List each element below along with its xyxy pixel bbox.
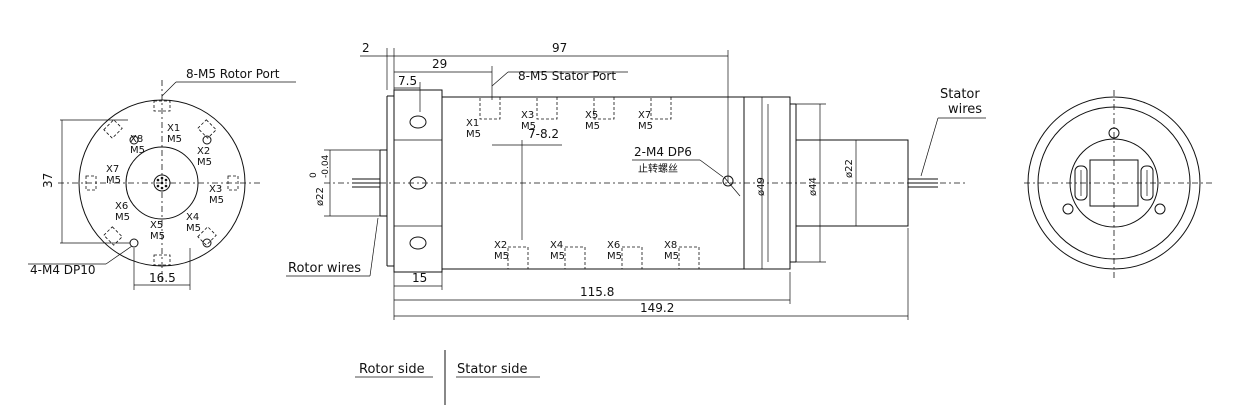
- front-port-x1-thread: M5: [167, 134, 182, 145]
- top-port-x5-id: X5: [585, 110, 598, 121]
- stator-wires-label-1: Stator: [940, 87, 980, 102]
- dim-7-8-2: 7-8.2: [528, 127, 559, 141]
- dim-7-5: 7.5: [398, 74, 417, 88]
- end-inner-ring: [1037, 106, 1191, 260]
- rotor-port-label: 8-M5 Rotor Port: [186, 67, 280, 81]
- bottom-port-x8-thread: M5: [664, 251, 679, 262]
- front-port-x3-thread: M5: [209, 195, 224, 206]
- shaft-tol-lower: -0.04: [321, 154, 331, 178]
- shaft-dim: ø22: [315, 187, 326, 206]
- end-view: [1024, 90, 1212, 278]
- front-holes-label: 4-M4 DP10: [30, 263, 96, 277]
- side-holes-note: 止转螺丝: [638, 162, 678, 175]
- bottom-port-x2-id: X2: [494, 240, 507, 251]
- front-port-x6-thread: M5: [115, 212, 130, 223]
- top-port-x1-thread: M5: [466, 129, 481, 140]
- front-port-x7-thread: M5: [106, 175, 121, 186]
- end-hole-left: [1062, 203, 1074, 215]
- front-port-x8-id: X8: [130, 134, 143, 145]
- stator-wires-label-2: wires: [948, 102, 982, 117]
- holes-leader: [105, 245, 133, 265]
- end-connector-frame: [1089, 159, 1139, 207]
- side-view: 2 97 29 7.5 8-M5 Stator Port: [286, 41, 986, 320]
- top-port-x7-thread: M5: [638, 121, 653, 132]
- front-port-boxes: [85, 100, 239, 266]
- dim-97: 97: [552, 41, 567, 55]
- end-outer-circle: [1027, 96, 1201, 270]
- end-shaft-circle: [1069, 138, 1159, 228]
- end-wire-bundle-right: [1140, 165, 1154, 201]
- dim-2: 2: [362, 41, 370, 55]
- end-hole-right: [1154, 203, 1166, 215]
- bottom-port-x2-thread: M5: [494, 251, 509, 262]
- rotor-port-hole-bottom: [409, 236, 427, 250]
- front-port-x1-id: X1: [167, 123, 180, 134]
- stator-port-label: 8-M5 Stator Port: [518, 69, 616, 83]
- rotor-port-hole-mid: [409, 176, 427, 190]
- front-port-x2-id: X2: [197, 146, 210, 157]
- shaft-tol-upper: 0: [309, 172, 319, 178]
- top-port-x3-thread: M5: [521, 121, 536, 132]
- end-hole-top: [1108, 127, 1120, 139]
- front-port-x8-thread: M5: [130, 145, 145, 156]
- rotor-wires: [352, 178, 380, 188]
- bottom-port-x4-id: X4: [550, 240, 563, 251]
- dim-115-8: 115.8: [580, 285, 614, 299]
- front-view: X1 M5 X2 M5 X3 M5 X4 M5 X5 M5 X6 M5 X7 M…: [28, 67, 296, 290]
- height-dim-37: 37: [41, 173, 55, 188]
- connector-pins: [156, 176, 168, 190]
- front-port-x4-id: X4: [186, 212, 199, 223]
- top-port-features: [479, 96, 672, 120]
- front-port-x6-id: X6: [115, 201, 128, 212]
- front-connector: [153, 174, 171, 192]
- bottom-dim-16-5: 16.5: [149, 271, 176, 285]
- rotor-flange: [393, 89, 443, 273]
- stator-end-ring: [743, 96, 791, 270]
- dim-15: 15: [412, 271, 427, 285]
- rotor-port-hole-top: [409, 115, 427, 129]
- front-port-x2-thread: M5: [197, 157, 212, 168]
- side-holes-label: 2-M4 DP6: [634, 145, 692, 159]
- anti-rotation-hole: [722, 175, 734, 187]
- dim-49: ø49: [756, 177, 767, 196]
- top-port-x5-thread: M5: [585, 121, 600, 132]
- dim-149-2: 149.2: [640, 301, 674, 315]
- stator-side-label: Stator side: [457, 362, 527, 377]
- dim-29: 29: [432, 57, 447, 71]
- end-wire-bundle-left: [1074, 165, 1088, 201]
- bottom-port-x6-id: X6: [607, 240, 620, 251]
- top-port-x3-id: X3: [521, 110, 534, 121]
- top-port-x7-id: X7: [638, 110, 651, 121]
- dim-44: ø44: [808, 177, 819, 196]
- front-port-x5-thread: M5: [150, 231, 165, 242]
- front-inner-circle: [125, 146, 199, 220]
- bottom-port-x4-thread: M5: [550, 251, 565, 262]
- dim-22: ø22: [844, 159, 855, 178]
- front-port-x4-thread: M5: [186, 223, 201, 234]
- legend: Rotor side Stator side: [355, 350, 540, 405]
- stator-wires: [908, 178, 938, 188]
- bottom-port-x6-thread: M5: [607, 251, 622, 262]
- front-port-x7-id: X7: [106, 164, 119, 175]
- rotor-port-leader: [161, 81, 177, 97]
- front-outer-circle: [78, 99, 246, 267]
- bottom-port-features: [507, 246, 700, 270]
- rotor-wires-label: Rotor wires: [288, 261, 361, 276]
- rotor-side-label: Rotor side: [359, 362, 425, 377]
- front-port-x3-id: X3: [209, 184, 222, 195]
- top-port-x1-id: X1: [466, 118, 479, 129]
- front-port-x5-id: X5: [150, 220, 163, 231]
- bottom-port-x8-id: X8: [664, 240, 677, 251]
